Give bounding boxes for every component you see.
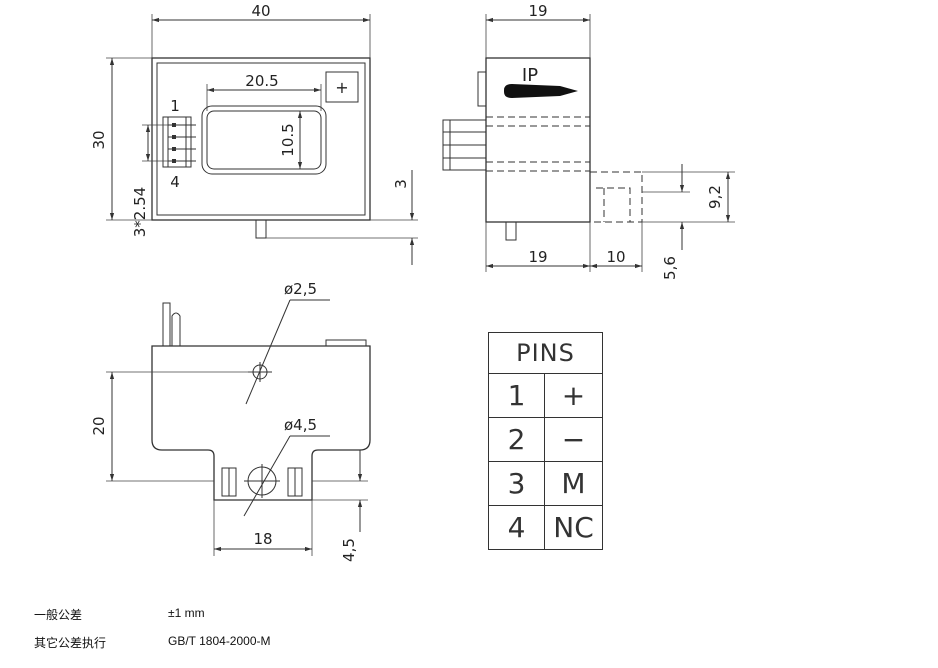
pin-connector-inner xyxy=(167,116,187,168)
pin-function: M xyxy=(544,461,603,506)
front-bottom-pin xyxy=(255,219,267,239)
dim-width-40: 40 xyxy=(251,2,270,20)
dim-pin-offset: 3 xyxy=(392,179,410,189)
polarity-mark-box xyxy=(325,71,359,103)
side-bump xyxy=(477,71,487,107)
pin-function: NC xyxy=(544,505,603,550)
pin-number: 3 xyxy=(488,461,545,506)
pin-number: 4 xyxy=(488,505,545,550)
dim-window-width: 20.5 xyxy=(245,72,278,90)
pin-function: + xyxy=(544,373,603,418)
pins-table-header-row: PINS xyxy=(488,332,603,374)
front-view: + 1 4 40 20.5 10.5 30 xyxy=(90,2,418,265)
pin-label-bottom: 4 xyxy=(170,173,180,191)
dim-hole-large: ø4,5 xyxy=(284,416,317,434)
front-body-outline xyxy=(151,57,371,221)
dim-side-top-width: 19 xyxy=(528,2,547,20)
dim-window-height: 10.5 xyxy=(279,123,297,156)
table-row: 4 NC xyxy=(488,505,603,550)
front-body-inner-outline xyxy=(156,62,366,216)
dim-bottom-height: 20 xyxy=(90,416,108,435)
bottom-top-lip xyxy=(325,339,367,347)
note-value: ±1 mm xyxy=(168,606,205,620)
side-bottom-pin xyxy=(505,221,517,241)
front-window-outer xyxy=(201,105,327,175)
pin-label-top: 1 xyxy=(170,97,180,115)
table-row: 1 + xyxy=(488,373,603,418)
bottom-view: ø2,5 ø4,5 20 18 4,5 xyxy=(90,280,371,562)
pins-table-header: PINS xyxy=(488,332,603,374)
note-label: 其它公差执行 xyxy=(34,636,107,650)
dim-foot-height: 9,2 xyxy=(706,185,724,209)
pin-function: − xyxy=(544,417,603,462)
dim-foot-width: 10 xyxy=(606,248,625,266)
side-view: IP 19 19 10 9,2 xyxy=(442,2,735,280)
bottom-pin-b xyxy=(171,312,181,346)
dim-tab-height: 4,5 xyxy=(340,538,358,562)
pins-table: PINS 1 + 2 − 3 M 4 NC xyxy=(488,332,603,550)
note-value: GB/T 1804-2000-M xyxy=(168,634,271,648)
bottom-pin-a xyxy=(162,302,171,346)
dim-hole-small: ø2,5 xyxy=(284,280,317,298)
table-row: 2 − xyxy=(488,417,603,462)
current-arrow xyxy=(504,84,578,98)
dim-pin-pitch: 3*2.54 xyxy=(131,187,149,237)
current-label: IP xyxy=(522,65,538,86)
pin-number: 2 xyxy=(488,417,545,462)
polarity-mark: + xyxy=(335,78,348,97)
dim-height-30: 30 xyxy=(90,130,108,149)
connector-pins xyxy=(168,123,196,163)
pin-number: 1 xyxy=(488,373,545,418)
note-label: 一般公差 xyxy=(34,608,83,622)
dim-tab-width: 18 xyxy=(253,530,272,548)
table-row: 3 M xyxy=(488,461,603,506)
front-window-inner xyxy=(206,110,322,170)
dim-side-bottom-width: 19 xyxy=(528,248,547,266)
dim-pin-length: 5,6 xyxy=(661,256,679,280)
